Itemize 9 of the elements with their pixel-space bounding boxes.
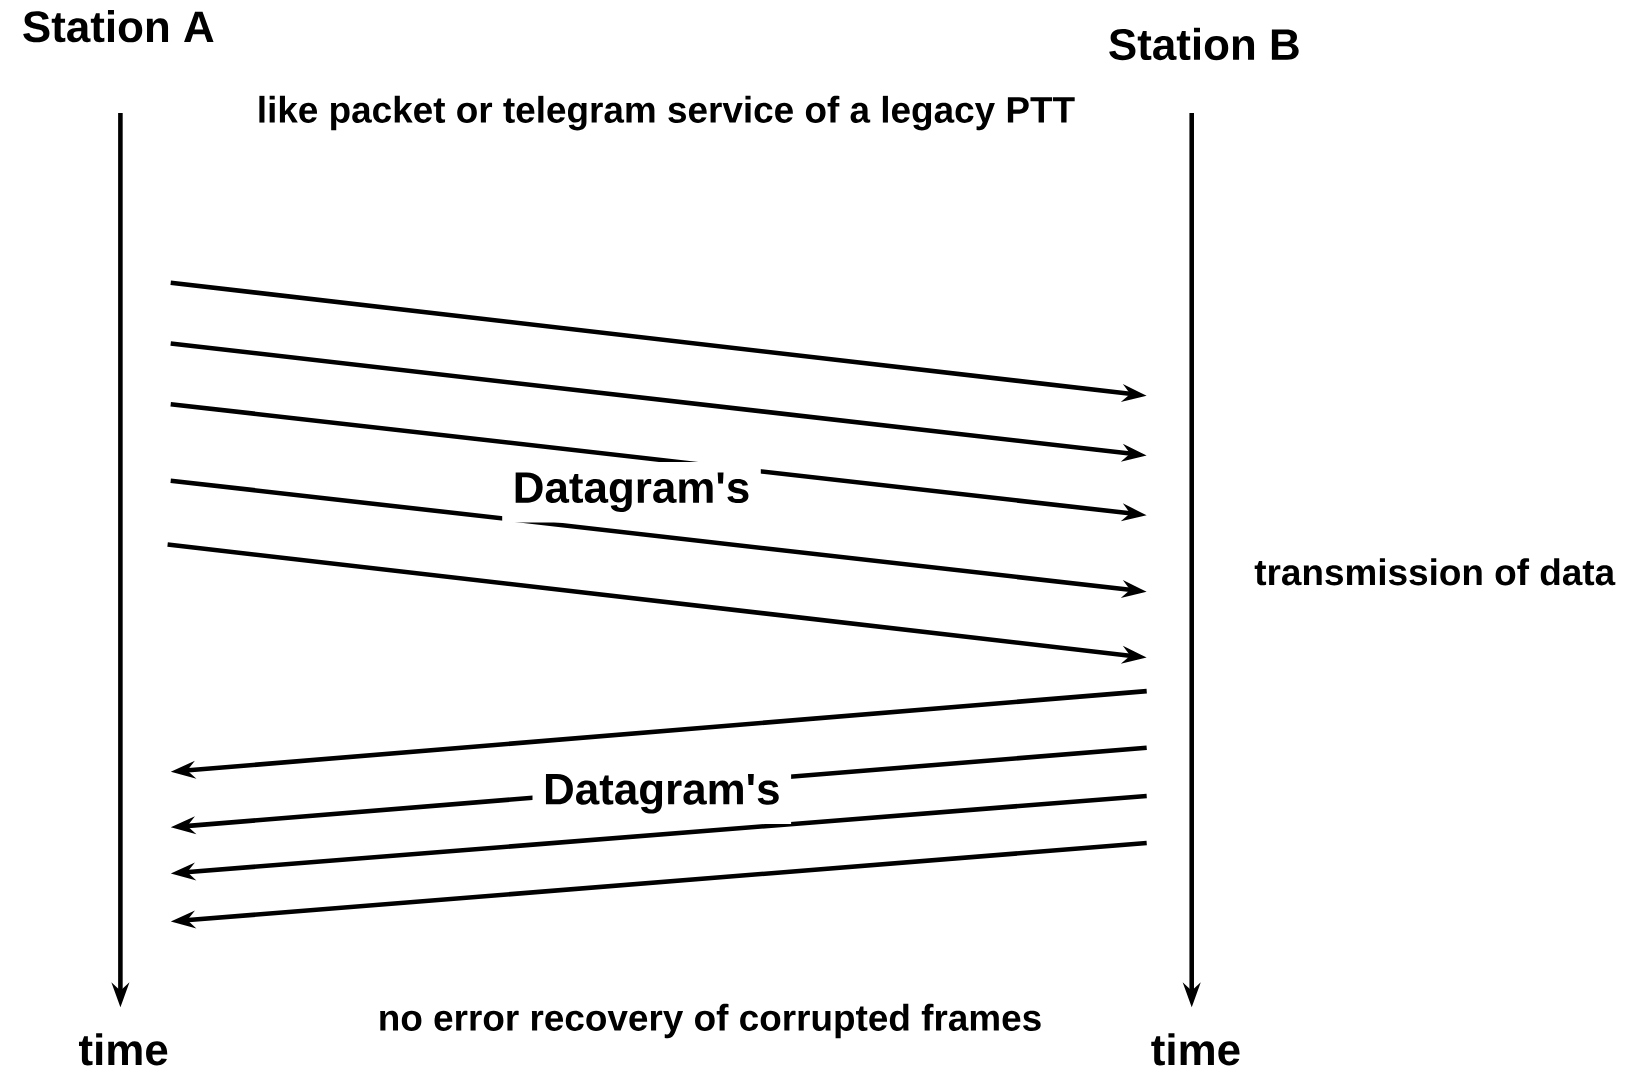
station-label: Station B	[1109, 27, 1299, 60]
arrow-label: Datagram's	[532, 763, 792, 824]
heading: like packet or telegram service of a legacy PTT	[259, 95, 1075, 131]
side-note: transmission of data	[1254, 558, 1616, 586]
footer-note: no error recovery of corrupted frames	[380, 1003, 1041, 1039]
axis-label: time	[1151, 1033, 1240, 1066]
axis-label: time	[79, 1033, 168, 1066]
station-label: Station A	[23, 9, 214, 43]
arrow-label: Datagram's	[502, 461, 761, 523]
